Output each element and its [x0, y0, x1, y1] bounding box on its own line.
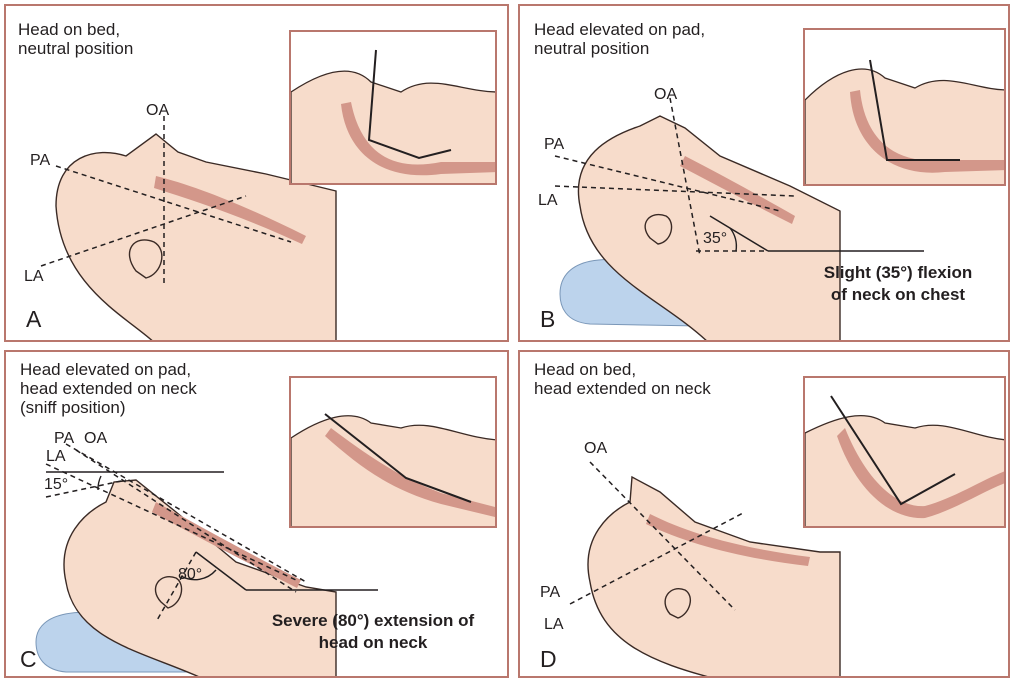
flexion-note: Slight (35°) flexion of neck on chest [790, 262, 1006, 306]
panel-d: Head on bed, head extended on neck OA PA… [518, 350, 1010, 678]
angle-label: 80° [178, 566, 202, 584]
oa-label: OA [84, 430, 107, 448]
la-label: LA [538, 192, 558, 210]
la-label: LA [46, 448, 66, 466]
extension-note-line1: Severe (80°) extension of [238, 610, 508, 632]
la-label: LA [24, 268, 44, 286]
panel-c-caption: Head elevated on pad, head extended on n… [20, 360, 197, 417]
angle-label: 35° [703, 230, 727, 248]
angle-small-label: 15° [44, 476, 68, 494]
pa-label: PA [540, 584, 560, 602]
extension-note: Severe (80°) extension of head on neck [238, 610, 508, 654]
airway-inset-a [289, 30, 497, 185]
panel-a-letter: A [26, 306, 41, 333]
panel-b-caption: Head elevated on pad, neutral position [534, 20, 705, 58]
panel-c: Head elevated on pad, head extended on n… [4, 350, 509, 678]
panel-c-letter: C [20, 646, 37, 673]
flexion-note-line1: Slight (35°) flexion [790, 262, 1006, 284]
panel-d-caption: Head on bed, head extended on neck [534, 360, 711, 398]
flexion-note-line2: of neck on chest [790, 284, 1006, 306]
pa-label: PA [544, 136, 564, 154]
airway-inset-d [803, 376, 1006, 528]
pa-label: PA [54, 430, 74, 448]
extension-note-line2: head on neck [238, 632, 508, 654]
pa-label: PA [30, 152, 50, 170]
panel-a-caption: Head on bed, neutral position [18, 20, 133, 58]
airway-inset-c [289, 376, 497, 528]
airway-inset-b [803, 28, 1006, 186]
panel-d-letter: D [540, 646, 557, 673]
oa-label: OA [584, 440, 607, 458]
la-label: LA [544, 616, 564, 634]
oa-label: OA [654, 86, 677, 104]
panel-b: Head elevated on pad, neutral position O… [518, 4, 1010, 342]
oa-label: OA [146, 102, 169, 120]
panel-b-letter: B [540, 306, 555, 333]
panel-a: Head on bed, neutral position OA PA LA A [4, 4, 509, 342]
